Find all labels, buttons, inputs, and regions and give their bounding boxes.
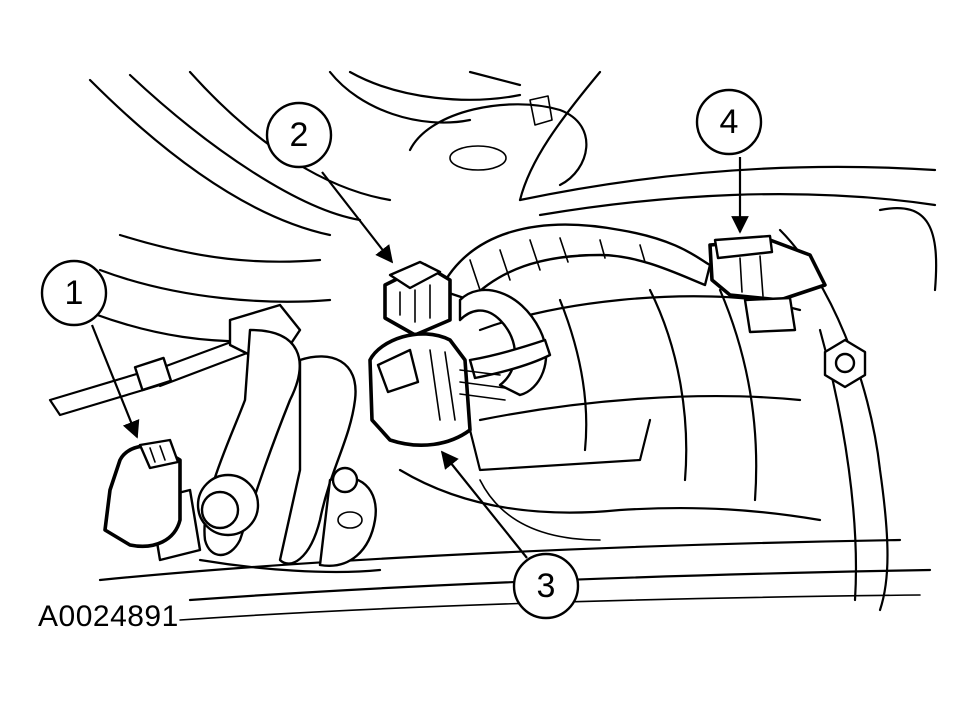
connector-4 bbox=[708, 234, 827, 334]
wiring-harness bbox=[438, 223, 712, 397]
connector-3 bbox=[368, 332, 506, 447]
callout-3: 3 bbox=[440, 450, 580, 620]
callout-1-label: 1 bbox=[65, 274, 84, 312]
callout-4-label: 4 bbox=[720, 103, 739, 141]
connector-2 bbox=[383, 260, 452, 337]
callout-1: 1 bbox=[40, 259, 140, 439]
callout-2: 2 bbox=[265, 101, 394, 264]
connector-1 bbox=[103, 438, 182, 548]
figure-id: A0024891 bbox=[38, 600, 179, 633]
callout-3-label: 3 bbox=[537, 567, 556, 605]
callout-2-label: 2 bbox=[290, 116, 309, 154]
callout-4: 4 bbox=[695, 88, 763, 234]
mounting-bolt bbox=[823, 338, 867, 389]
